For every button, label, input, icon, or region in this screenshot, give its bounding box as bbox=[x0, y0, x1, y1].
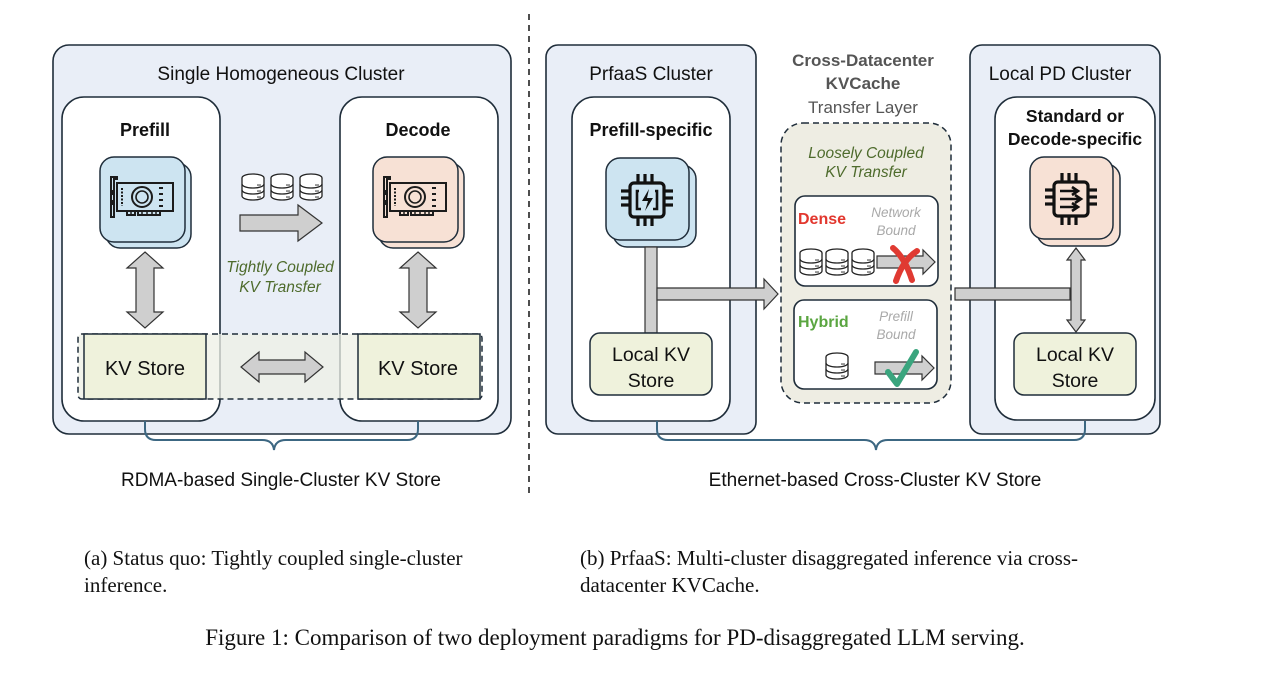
local-pd-kv-store bbox=[1013, 332, 1137, 396]
subcaption-a-line-1: (a) Status quo: Tightly coupled single-c… bbox=[84, 546, 463, 570]
cross-mark-icon bbox=[890, 245, 920, 284]
rdma-brace bbox=[144, 421, 419, 451]
prefill-specific-label: Prefill-specific bbox=[589, 120, 712, 140]
prfaas-cluster-title: PrfaaS Cluster bbox=[589, 64, 713, 85]
diagram: Single Homogeneous Cluster Prefill Decod… bbox=[52, 14, 1161, 494]
decode-specific-label-2: Decode-specific bbox=[1008, 129, 1142, 149]
local-kv-arrow bbox=[1065, 247, 1087, 333]
kv-store-left bbox=[83, 333, 207, 400]
prfaas-kv-label-2: Store bbox=[628, 370, 675, 392]
chip-lightning-icon bbox=[619, 172, 675, 228]
hybrid-transfer-card: Hybrid Prefill Bound bbox=[793, 299, 938, 390]
prfaas-local-kv-store bbox=[589, 332, 713, 396]
subcaption-b-line-1: (b) PrfaaS: Multi-cluster disaggregated … bbox=[580, 546, 1078, 570]
subcaption-b: (b) PrfaaS: Multi-cluster disaggregated … bbox=[580, 545, 1078, 599]
loose-transfer-label-2: KV Transfer bbox=[825, 164, 907, 181]
rdma-kv-label: RDMA-based Single-Cluster KV Store bbox=[121, 470, 441, 491]
prefill-gpu bbox=[99, 156, 192, 249]
ethernet-brace bbox=[656, 421, 1086, 451]
hybrid-label: Hybrid bbox=[798, 314, 849, 331]
dense-transfer-card: Dense Network Bound bbox=[794, 195, 939, 287]
dense-note-1: Network bbox=[871, 205, 922, 220]
transfer-layer-title-1: Cross-Datacenter bbox=[792, 51, 934, 70]
database-icon bbox=[270, 173, 294, 201]
prfaas-to-transfer-arrow bbox=[656, 277, 779, 311]
database-icon bbox=[241, 173, 265, 201]
kv-store-left-label: KV Store bbox=[105, 358, 185, 380]
kv-blocks bbox=[241, 173, 323, 201]
dense-label: Dense bbox=[798, 211, 846, 228]
loose-transfer-label-1: Loosely Coupled bbox=[808, 145, 925, 162]
dense-note-2: Bound bbox=[876, 223, 916, 238]
decode-gpu bbox=[372, 156, 465, 249]
decode-kv-arrow bbox=[398, 251, 438, 329]
transfer-layer-title-3: Transfer Layer bbox=[808, 98, 918, 117]
tight-transfer-label-1: Tightly Coupled bbox=[226, 259, 335, 276]
prefill-chip bbox=[605, 157, 697, 248]
database-icon bbox=[851, 248, 875, 276]
prefill-label: Prefill bbox=[120, 120, 170, 140]
database-icon bbox=[825, 352, 849, 380]
decode-label: Decode bbox=[385, 120, 450, 140]
subcaption-a: (a) Status quo: Tightly coupled single-c… bbox=[84, 545, 463, 599]
prfaas-kv-label-1: Local KV bbox=[612, 344, 690, 366]
database-icon bbox=[299, 173, 323, 201]
single-cluster-title: Single Homogeneous Cluster bbox=[157, 64, 405, 85]
kv-sync-arrow bbox=[240, 350, 324, 384]
local-kv-label-1: Local KV bbox=[1036, 344, 1114, 366]
tight-transfer-label-2: KV Transfer bbox=[239, 279, 321, 296]
prefill-to-decode-arrow bbox=[239, 203, 323, 243]
local-kv-label-2: Store bbox=[1052, 370, 1099, 392]
hybrid-note-2: Bound bbox=[876, 327, 916, 342]
database-icon bbox=[799, 248, 823, 276]
chip-arrows-icon bbox=[1043, 171, 1099, 227]
prfaas-vertical-link bbox=[644, 246, 658, 334]
database-icon bbox=[825, 248, 849, 276]
decode-specific-label-1: Standard or bbox=[1026, 106, 1124, 126]
figure-caption: Figure 1: Comparison of two deployment p… bbox=[205, 625, 1025, 650]
hybrid-note-1: Prefill bbox=[879, 309, 914, 324]
subcaption-a-line-2: inference. bbox=[84, 573, 168, 597]
transfer-to-local-link bbox=[954, 287, 1071, 301]
subcaption-b-line-2: datacenter KVCache. bbox=[580, 573, 760, 597]
check-mark-icon bbox=[885, 349, 919, 387]
transfer-layer-title-2: KVCache bbox=[826, 74, 901, 93]
ethernet-kv-label: Ethernet-based Cross-Cluster KV Store bbox=[709, 470, 1042, 491]
local-pd-cluster-title: Local PD Cluster bbox=[989, 64, 1132, 85]
decode-chip bbox=[1029, 156, 1121, 247]
kv-store-right-label: KV Store bbox=[378, 358, 458, 380]
prefill-kv-arrow bbox=[125, 251, 165, 329]
kv-store-right bbox=[357, 333, 481, 400]
